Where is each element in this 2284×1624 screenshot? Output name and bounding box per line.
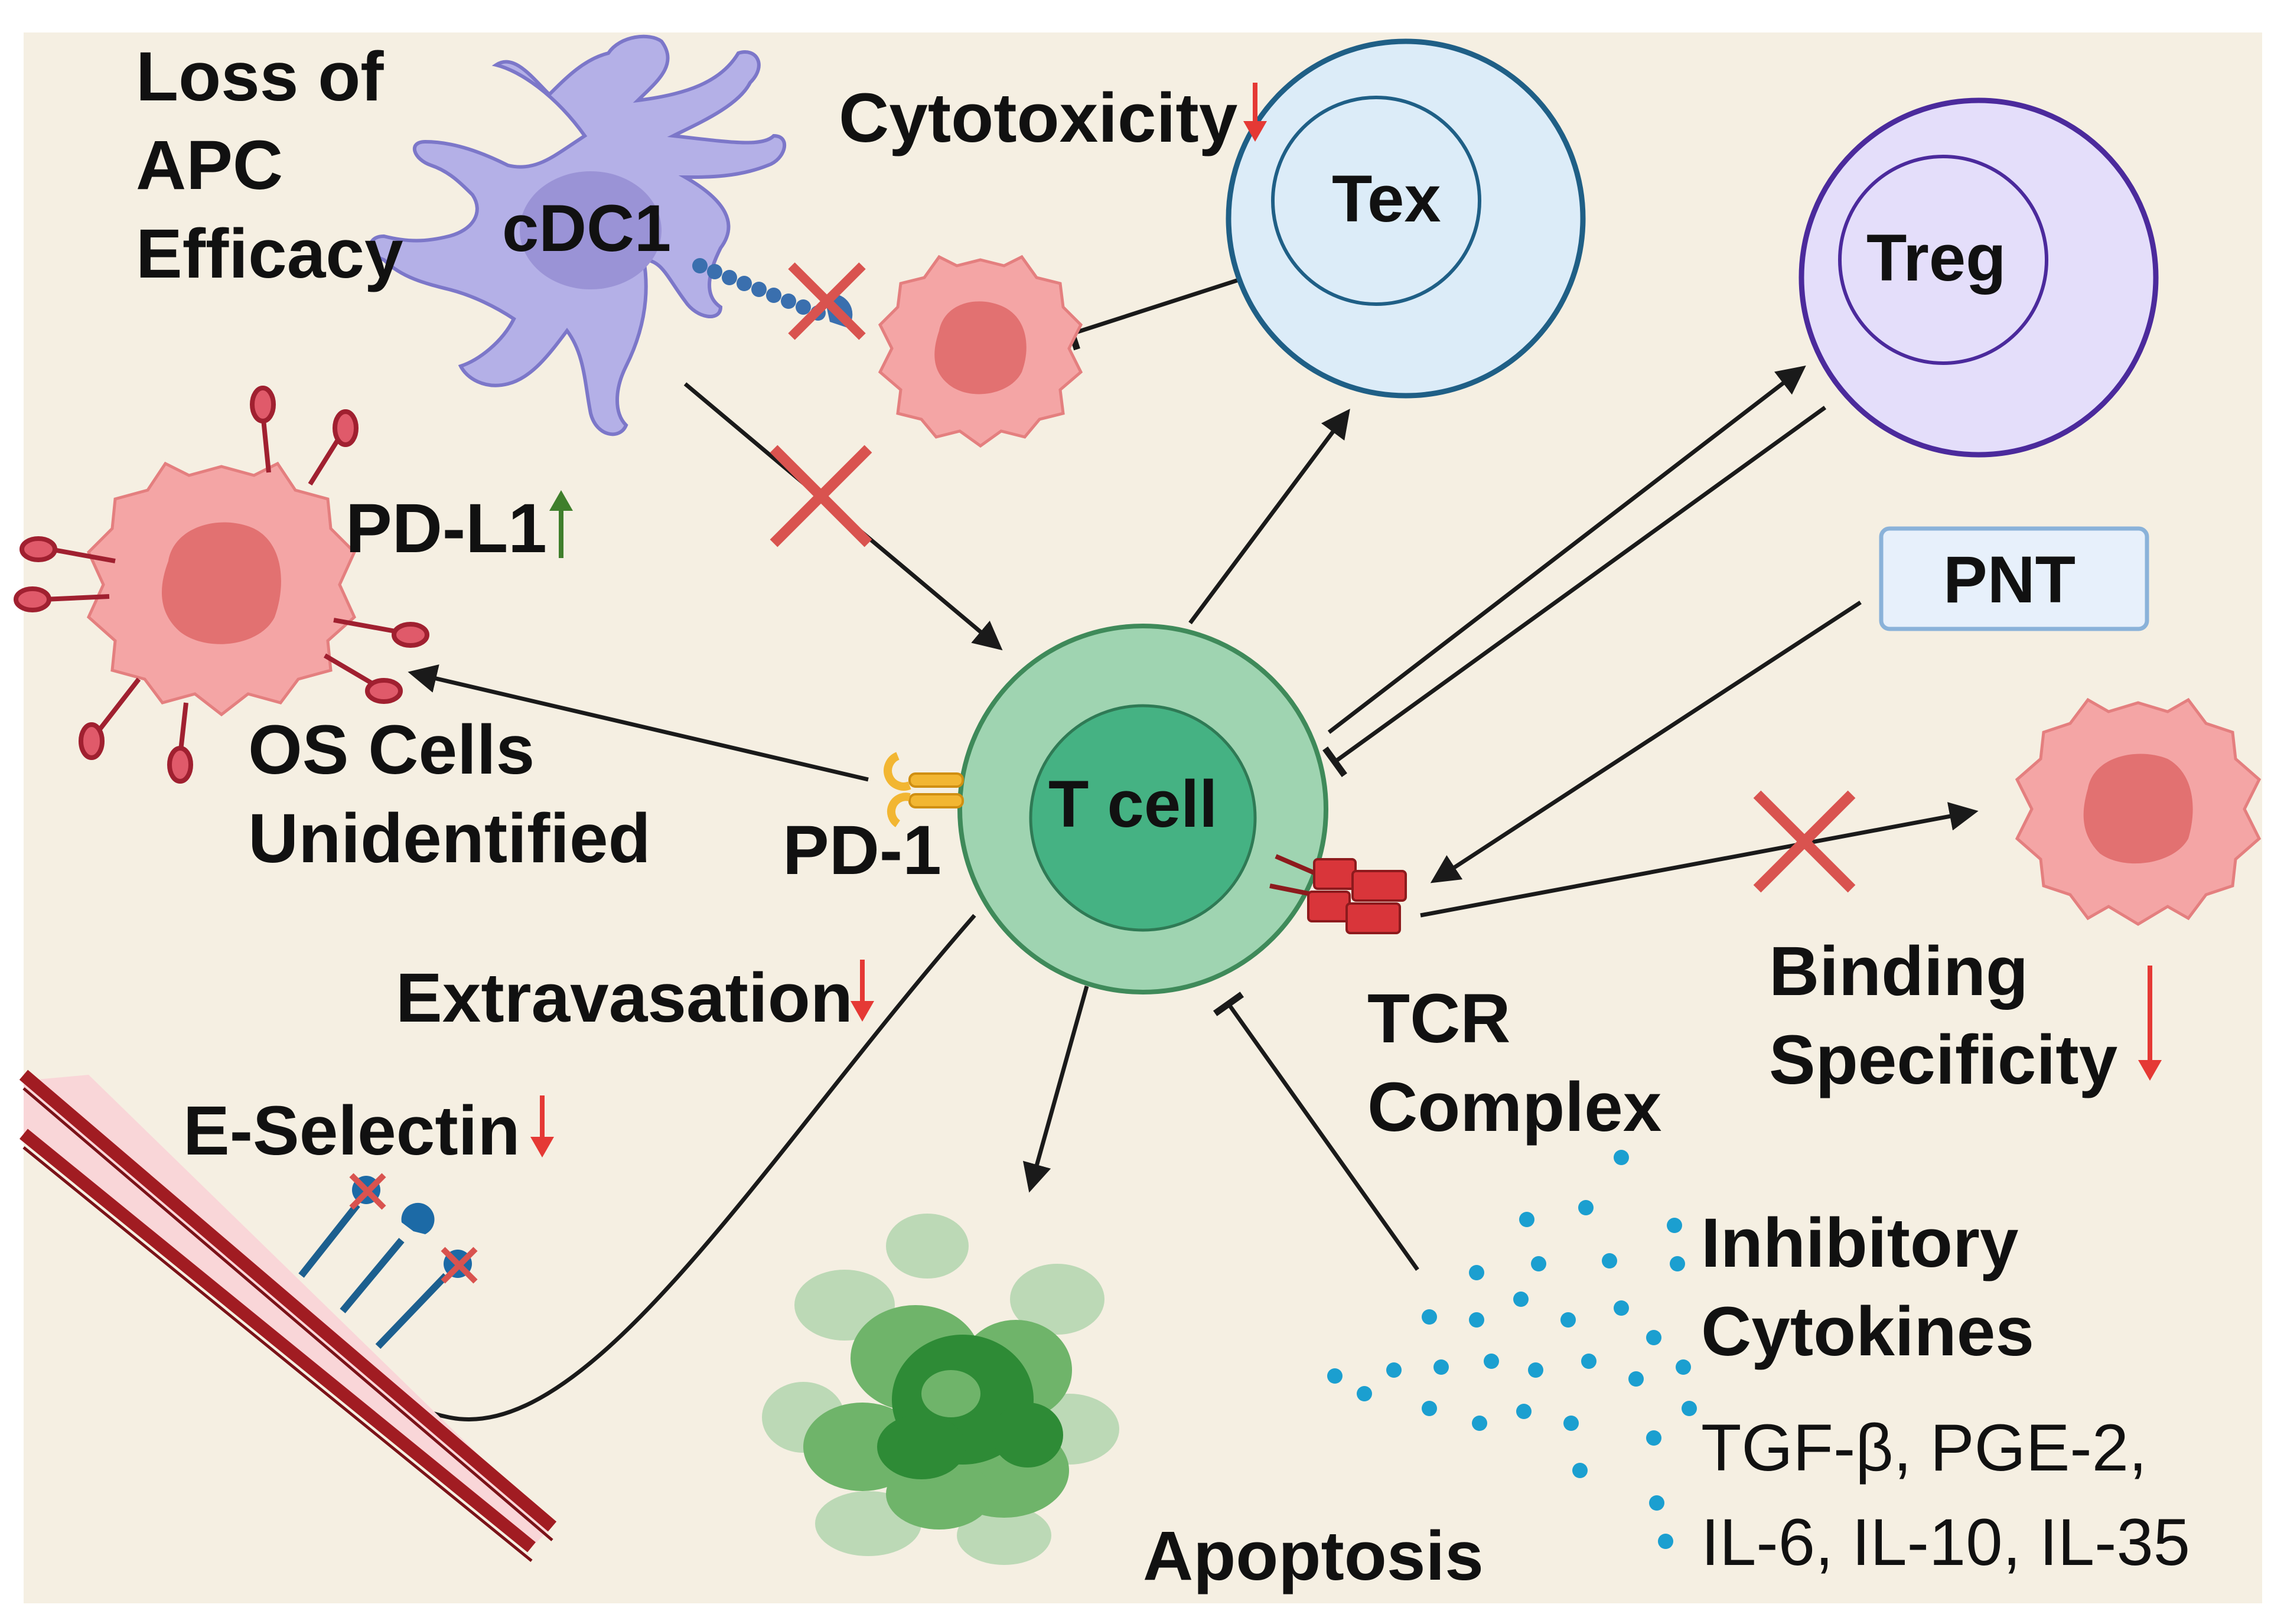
arrow-tcell-to-tex [1188,409,1350,625]
tcell-label: T cell [1048,767,1217,841]
x-mark-cdc1-tcell [770,445,872,547]
arrow-tcell-to-apoptosis [1022,986,1089,1193]
e-selectin-receptors [298,1173,478,1349]
cytotoxicity-label: Cytotoxicity [839,79,1237,157]
apoptotic-cell [762,1214,1119,1565]
pd1-label: PD-1 [783,811,941,889]
pnt-label: PNT [1943,543,2076,617]
inhibit-treg-to-tcell [1322,406,1827,777]
blood-vessel [19,1069,557,1562]
binding-down-arrow-icon [2138,966,2162,1081]
cytotoxicity-down-arrow-icon [1243,83,1267,142]
cytokine-list-line1: TGF-β, PGE-2, [1701,1411,2147,1485]
cytokine-list-line2: IL-6, IL-10, IL-35 [1701,1505,2190,1579]
arrow-tcell-to-treg [1327,366,1806,734]
treg-cell: Treg [1798,97,2159,458]
cdc1-label: cDC1 [502,191,671,265]
tcr-line1: TCR [1367,980,1511,1058]
t-cell: T cell [884,624,1407,994]
binding-line2: Specificity [1769,1021,2117,1099]
tumor-cell-top [878,255,1083,448]
apoptosis-label: Apoptosis [1143,1517,1484,1595]
inhibit-cytokines-to-tcell [1213,992,1419,1271]
tumor-cell-right [2015,697,2262,926]
arrow-pd1-to-os [408,664,869,782]
inhibitory-line2: Cytokines [1701,1293,2034,1371]
inhibitory-line1: Inhibitory [1701,1204,2019,1282]
x-mark-antigen [788,262,866,340]
tumor-cell-os [14,386,429,784]
pdl1-label: PD-L1 [346,490,547,568]
os-cells-line2: Unidentified [248,800,651,878]
tex-cell: Tex [1226,38,1586,399]
loss-apc-line2: APC [136,126,283,204]
arrow-pnt-to-tcr [1430,601,1862,883]
binding-line1: Binding [1769,932,2028,1010]
selectin-x-marks [349,1173,478,1284]
x-mark-binding [1753,790,1856,893]
cdc1-dendritic-cell: cDC1 [369,34,866,436]
treg-label: Treg [1866,221,2006,295]
selectin-2 [340,1202,435,1313]
inhibit-tex-to-tumor [1064,272,1256,351]
e-selectin-label: E-Selectin [183,1092,520,1170]
pdl1-up-arrow-icon [549,490,573,558]
loss-apc-line1: Loss of [136,38,384,116]
e-selectin-down-arrow-icon [530,1095,554,1157]
arrow-tcr-to-tumor [1420,802,1979,918]
tcr-line2: Complex [1367,1068,1661,1146]
cytokine-particles [1327,1150,1697,1549]
loss-apc-line3: Efficacy [136,215,403,293]
extravasation-down-arrow-icon [851,960,874,1022]
pd1-receptor [884,752,964,827]
pnt-box: PNT [1879,526,2149,631]
tcr-complex [1269,854,1407,934]
labels: Loss of APC Efficacy Cytotoxicity PD-L1 … [136,38,2190,1595]
tex-label: Tex [1332,162,1441,236]
extravasation-label: Extravasation [396,959,853,1037]
pdl1-ligands [14,386,429,784]
os-cells-line1: OS Cells [248,711,535,789]
